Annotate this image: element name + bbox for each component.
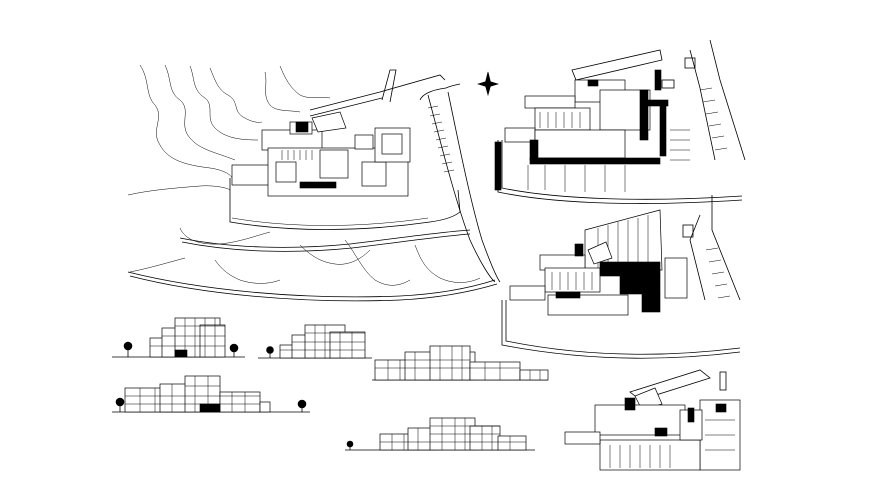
elevation-2	[258, 324, 372, 359]
podium-outline	[231, 217, 429, 226]
road-edge	[181, 233, 471, 252]
core-wall	[599, 261, 661, 277]
plan-room	[664, 257, 688, 299]
contour-line	[139, 64, 233, 179]
elevation-4	[112, 375, 310, 413]
contour-line	[179, 227, 271, 245]
core-wall	[529, 157, 661, 165]
elevation-5	[345, 417, 535, 451]
window-pattern	[609, 419, 735, 468]
contour-line	[414, 244, 481, 283]
core-wall	[624, 397, 636, 411]
parking-stripes	[551, 247, 731, 299]
building-block	[311, 111, 347, 133]
contour-line	[164, 64, 236, 161]
courtyard	[361, 161, 387, 187]
core-wall	[654, 427, 668, 437]
access-road	[447, 91, 501, 283]
core-wall	[574, 243, 584, 257]
plan-boundary	[689, 214, 706, 301]
stair-block	[299, 181, 337, 189]
ground-floor-plan	[494, 39, 746, 204]
building-block	[354, 134, 374, 150]
core-wall	[659, 105, 667, 157]
plan-room	[594, 404, 686, 436]
plan-boundary	[497, 140, 743, 204]
courtyard	[319, 149, 349, 179]
tree-icon	[297, 399, 307, 412]
elevation-3	[372, 345, 549, 381]
parking-stripes	[527, 87, 728, 192]
site-plan	[127, 64, 501, 302]
plan-boundary	[501, 140, 743, 200]
stair-block	[295, 121, 309, 133]
podium-outline	[229, 178, 461, 230]
contour-line	[189, 65, 259, 141]
contour-line	[127, 185, 231, 196]
tree-icon	[346, 440, 354, 450]
core-wall	[647, 99, 669, 107]
plan-boundary	[505, 300, 741, 355]
contour-line	[214, 259, 281, 284]
contour-line	[279, 65, 331, 99]
plan-room	[524, 95, 576, 109]
access-path	[309, 74, 446, 111]
upper-floor-plan	[501, 195, 741, 359]
plan-room	[682, 224, 694, 238]
plan-room	[534, 107, 591, 131]
plan-room	[544, 267, 601, 293]
contour-line	[264, 71, 301, 113]
north-arrow-icon	[476, 71, 500, 97]
parking-stripes	[427, 105, 455, 173]
plan-boundary	[711, 195, 741, 301]
core-wall	[641, 293, 661, 313]
plan-boundary	[501, 300, 741, 359]
core-wall	[715, 403, 727, 413]
core-wall	[494, 141, 502, 191]
core-wall	[639, 89, 649, 141]
contour-line	[299, 244, 371, 265]
partial-floor-plan	[564, 369, 741, 471]
tree-icon	[123, 341, 133, 357]
access-road	[419, 83, 461, 101]
road-edge	[179, 229, 471, 248]
plan-boundary	[689, 49, 716, 161]
access-path	[381, 69, 397, 103]
tree-icon	[115, 397, 125, 412]
building-block	[381, 133, 403, 155]
core-wall	[587, 79, 599, 87]
plan-room	[564, 431, 601, 445]
plan-boundary	[709, 39, 746, 161]
core-wall	[687, 407, 695, 423]
building-block	[231, 164, 273, 186]
elevation-1	[112, 317, 245, 358]
courtyard	[275, 161, 297, 183]
contour-line	[129, 257, 186, 273]
site-boundary	[129, 275, 498, 302]
plan-room	[509, 285, 546, 301]
window-pattern	[281, 150, 313, 160]
access-road	[427, 94, 496, 283]
plan-room	[587, 241, 613, 265]
core-wall	[529, 139, 539, 161]
plan-room	[719, 371, 727, 391]
plan-room	[547, 294, 629, 316]
plan-room	[661, 79, 675, 89]
tree-icon	[229, 343, 239, 357]
tree-icon	[266, 346, 274, 358]
contour-line	[209, 67, 263, 123]
plan-room	[684, 57, 696, 69]
contour-line	[344, 239, 411, 286]
access-path	[309, 97, 383, 117]
plan-wall	[571, 49, 663, 81]
core-wall	[555, 291, 581, 299]
site-boundary	[127, 271, 496, 298]
core-wall	[654, 69, 662, 91]
plan-room	[534, 129, 626, 159]
core-wall	[619, 275, 661, 295]
